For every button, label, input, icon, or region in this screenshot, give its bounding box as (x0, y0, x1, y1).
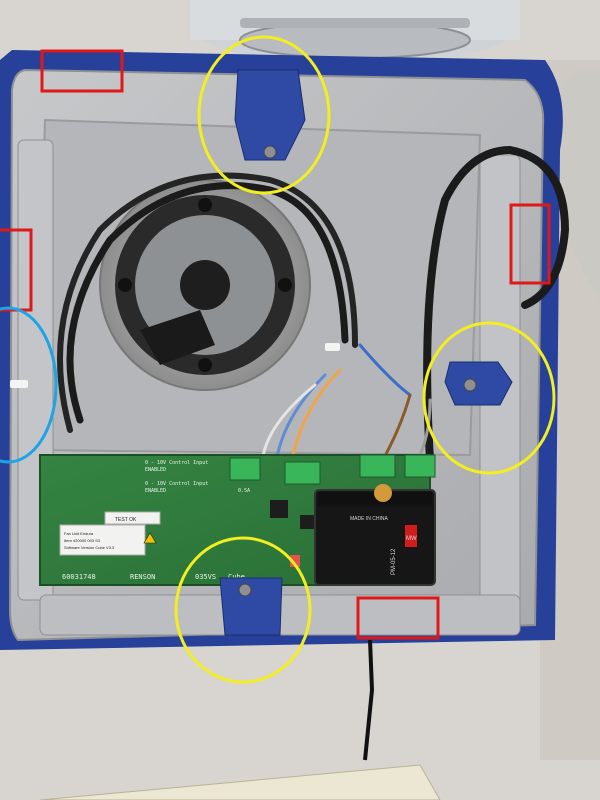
pcb-enabled-1: ENABLED (145, 467, 166, 473)
yellow-circles (174, 35, 556, 684)
pcb-fuse-label: 0.5A (238, 488, 250, 494)
pcb-variant: Cube (228, 573, 245, 581)
fan-assembly (99, 179, 311, 391)
pcb-control-input-2: 0 - 10V Control Input (145, 481, 208, 487)
pcb-sticker-line-2: Item 420000 003 S3 (64, 538, 101, 543)
red-mark-bottom (356, 596, 440, 640)
psu-model: PM-05-12 (391, 548, 397, 575)
psu-made-in: MADE IN CHINA (350, 516, 388, 522)
red-mark-top-left (40, 49, 124, 93)
pcb-model: 035VS (195, 573, 216, 581)
pcb-control-input-1: 0 - 10V Control Input (145, 460, 208, 466)
blue-circle-left (0, 306, 58, 464)
pcb-sticker-line-3: Software Version Cube V3.3 (64, 545, 115, 550)
yellow-circle-right (422, 321, 556, 475)
red-marks (0, 49, 551, 640)
pcb-sticker-line-1: Fan Unit Endura (64, 531, 94, 536)
red-mark-right (509, 203, 551, 285)
yellow-circle-top (197, 35, 331, 195)
pcb-serial: 60031748 (62, 573, 96, 581)
pcb-enabled-2: ENABLED (145, 488, 166, 494)
pcb-brand: RENSON (130, 573, 155, 581)
red-mark-left (0, 228, 33, 312)
cabinet-edge (39, 764, 441, 800)
mounting-clips (219, 69, 513, 636)
cable-ties (10, 343, 340, 388)
power-cable (363, 639, 375, 761)
pcb-test-label: TEST OK (115, 517, 137, 523)
psu-brand: MW (406, 536, 417, 542)
power-supply: MADE IN CHINA PM-05-12 MW (314, 484, 436, 586)
psu-brand-badge (405, 525, 417, 547)
warning-icon (143, 532, 157, 544)
yellow-circle-bottom (174, 536, 312, 684)
